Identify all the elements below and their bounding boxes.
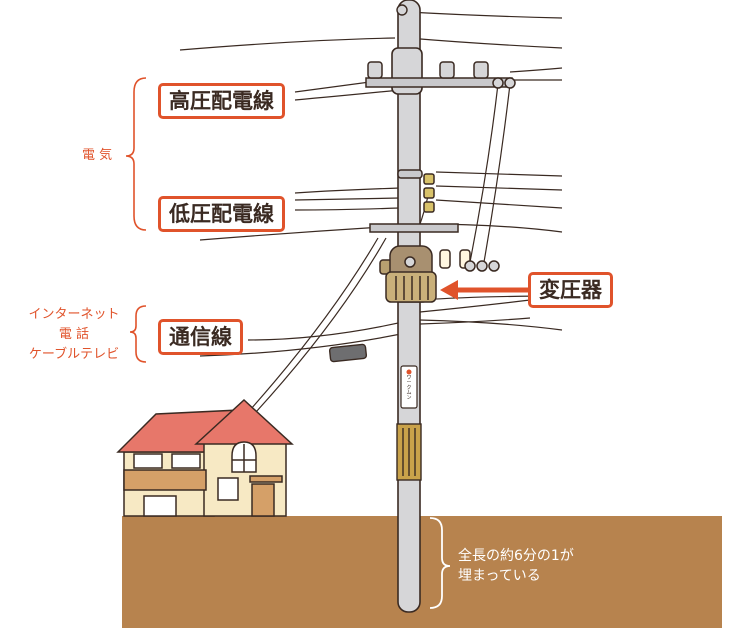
service-drop-wire bbox=[249, 237, 387, 413]
transformer bbox=[379, 245, 500, 303]
telecom-line-label: 通信線 bbox=[158, 319, 243, 355]
ground bbox=[122, 516, 722, 628]
telephone-category: 電 話 bbox=[58, 327, 90, 342]
brackets bbox=[125, 77, 147, 363]
pole-plate-text: ワ ー ク ム ン bbox=[406, 375, 412, 401]
cable-tv-category: ケーブルテレビ bbox=[28, 347, 120, 362]
low-voltage-rack bbox=[369, 169, 459, 233]
bracket-ground bbox=[429, 517, 451, 609]
pole-guard bbox=[396, 423, 422, 481]
bracket-electricity bbox=[125, 77, 147, 231]
internet-category: インターネット bbox=[28, 307, 120, 322]
electricity-category: 電 気 bbox=[82, 148, 113, 163]
house bbox=[116, 398, 294, 517]
high-voltage-line-label: 高圧配電線 bbox=[158, 83, 285, 119]
transformer-arrow bbox=[440, 280, 528, 300]
ground-note-line1: 全長の約6分の1が bbox=[458, 548, 574, 564]
bracket-telecom bbox=[129, 305, 147, 363]
high-voltage-crossarm bbox=[365, 61, 516, 89]
low-voltage-line-label: 低圧配電線 bbox=[158, 196, 285, 232]
transformer-label: 変圧器 bbox=[528, 272, 613, 308]
telecom-closure bbox=[328, 343, 368, 363]
pole-id-plate bbox=[400, 365, 418, 409]
ground-note-line2: 埋まっている bbox=[458, 568, 541, 584]
